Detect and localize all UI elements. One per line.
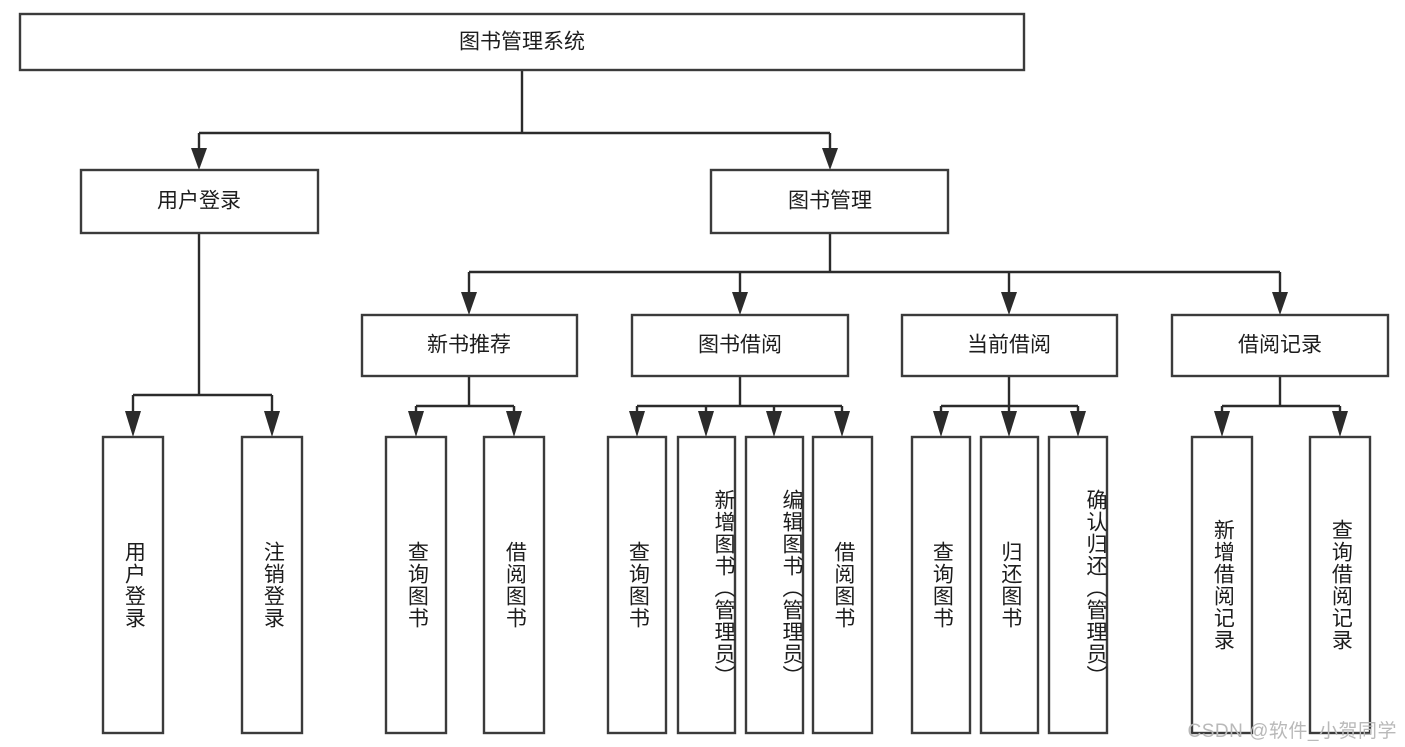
node-root-label: 图书管理系统 — [459, 31, 585, 54]
node-borrow-record[interactable]: 借阅记录 — [1170, 313, 1390, 378]
node-leaf-add-book-box[interactable] — [676, 435, 737, 735]
arrowhead-user-login — [191, 148, 207, 170]
arrowhead-leaf-user-login — [125, 411, 141, 437]
node-book-borrow-box[interactable] — [630, 313, 850, 378]
arrowhead-book-manage — [822, 148, 838, 170]
arrowhead-leaf-query-record — [1332, 411, 1348, 437]
node-current-borrow[interactable]: 当前借阅 — [900, 313, 1119, 378]
node-book-manage-box[interactable] — [709, 168, 950, 235]
node-leaf-query-book-1-box[interactable] — [384, 435, 448, 735]
arrowhead-leaf-edit-book — [766, 411, 782, 437]
node-new-book-recommend-label: 新书推荐 — [427, 334, 511, 357]
node-book-manage[interactable]: 图书管理 — [709, 168, 950, 235]
arrowhead-leaf-return-book — [1001, 411, 1017, 437]
node-leaf-user-login-box[interactable] — [101, 435, 165, 735]
arrowhead-leaf-add-book — [698, 411, 714, 437]
arrowhead-leaf-query-book-3 — [933, 411, 949, 437]
arrowhead-leaf-borrow-book-2 — [834, 411, 850, 437]
node-new-book-recommend[interactable]: 新书推荐 — [360, 313, 579, 378]
node-leaf-borrow-book-1-box[interactable] — [482, 435, 546, 735]
arrowhead-leaf-confirm-return — [1070, 411, 1086, 437]
node-leaf-confirm-return-box[interactable] — [1047, 435, 1109, 735]
node-leaf-add-record-box[interactable] — [1190, 435, 1254, 735]
arrowhead-borrow-record — [1272, 292, 1288, 315]
node-leaf-edit-book-box[interactable] — [744, 435, 805, 735]
node-leaf-borrow-book-2-box[interactable] — [811, 435, 874, 735]
arrowhead-new-book-recommend — [461, 292, 477, 315]
arrowhead-current-borrow — [1001, 292, 1017, 315]
leaf-boxes-group — [101, 435, 1372, 735]
node-leaf-query-book-3-box[interactable] — [910, 435, 972, 735]
arrowhead-leaf-query-book-1 — [408, 411, 424, 437]
node-borrow-record-label: 借阅记录 — [1238, 334, 1322, 357]
node-new-book-recommend-box[interactable] — [360, 313, 579, 378]
node-root[interactable]: 图书管理系统 — [18, 12, 1026, 72]
node-leaf-return-book-box[interactable] — [979, 435, 1040, 735]
arrowhead-leaf-query-book-2 — [629, 411, 645, 437]
arrowhead-leaf-user-logout — [264, 411, 280, 437]
node-user-login-label: 用户登录 — [157, 190, 241, 213]
node-book-borrow[interactable]: 图书借阅 — [630, 313, 850, 378]
connector-group — [125, 70, 1348, 437]
node-book-manage-label: 图书管理 — [788, 190, 872, 213]
node-root-box[interactable] — [18, 12, 1026, 72]
node-borrow-record-box[interactable] — [1170, 313, 1390, 378]
node-leaf-user-logout-box[interactable] — [240, 435, 304, 735]
node-user-login[interactable]: 用户登录 — [79, 168, 320, 235]
node-leaf-query-record-box[interactable] — [1308, 435, 1372, 735]
arrowhead-leaf-borrow-book-1 — [506, 411, 522, 437]
arrowhead-book-borrow — [732, 292, 748, 315]
node-current-borrow-box[interactable] — [900, 313, 1119, 378]
node-current-borrow-label: 当前借阅 — [967, 334, 1051, 357]
arrowhead-leaf-add-record — [1214, 411, 1230, 437]
node-user-login-box[interactable] — [79, 168, 320, 235]
node-book-borrow-label: 图书借阅 — [698, 334, 782, 357]
node-leaf-query-book-2-box[interactable] — [606, 435, 668, 735]
